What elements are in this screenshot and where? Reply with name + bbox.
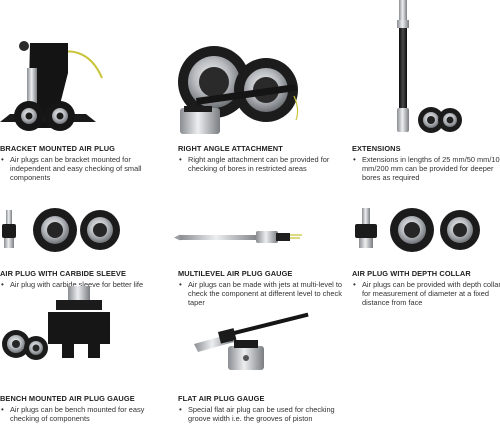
item-title: FLAT AIR PLUG GAUGE: [178, 394, 265, 403]
item-description: Special flat air plug can be used for ch…: [178, 405, 353, 423]
item-title: MULTILEVEL AIR PLUG GAUGE: [178, 269, 293, 278]
item-description: Air plugs can be bracket mounted for ind…: [0, 155, 158, 183]
item-description: Air plugs can be provided with depth col…: [352, 280, 500, 308]
bench-mounted-gauge-image: [0, 282, 130, 362]
item-description: Air plugs can be made with jets at multi…: [178, 280, 343, 308]
right-angle-attachment-image: [176, 40, 306, 140]
item-title: AIR PLUG WITH CARBIDE SLEEVE: [0, 269, 126, 278]
item-extensions: EXTENSIONS Extensions in lengths of 25 m…: [346, 0, 500, 200]
depth-collar-image: [350, 206, 500, 258]
carbide-sleeve-image: [0, 206, 125, 258]
extensions-image: [386, 0, 466, 140]
item-right-angle: RIGHT ANGLE ATTACHMENT Right angle attac…: [172, 0, 330, 200]
multilevel-gauge-image: [172, 226, 312, 256]
item-description: Extensions in lengths of 25 mm/50 mm/100…: [352, 155, 500, 183]
item-title: BENCH MOUNTED AIR PLUG GAUGE: [0, 394, 135, 403]
item-title: EXTENSIONS: [352, 144, 401, 153]
item-description: Air plugs can be bench mounted for easy …: [0, 405, 166, 423]
item-description: Air plug with carbide sleeve for better …: [0, 280, 150, 289]
item-flat-air-plug: FLAT AIR PLUG GAUGE Special flat air plu…: [172, 282, 335, 428]
item-bracket-mounted: BRACKET MOUNTED AIR PLUG Air plugs can b…: [0, 0, 158, 200]
item-carbide-sleeve: AIR PLUG WITH CARBIDE SLEEVE Air plug wi…: [0, 200, 158, 289]
item-description: Right angle attachment can be provided f…: [178, 155, 340, 173]
item-title: RIGHT ANGLE ATTACHMENT: [178, 144, 283, 153]
item-title: AIR PLUG WITH DEPTH COLLAR: [352, 269, 471, 278]
item-multilevel: MULTILEVEL AIR PLUG GAUGE Air plugs can …: [172, 200, 342, 307]
item-title: BRACKET MOUNTED AIR PLUG: [0, 144, 116, 153]
flat-air-plug-image: [190, 306, 320, 376]
bracket-mounted-air-plug-image: [0, 38, 110, 138]
item-bench-mounted: BENCH MOUNTED AIR PLUG GAUGE Air plugs c…: [0, 282, 158, 428]
item-depth-collar: AIR PLUG WITH DEPTH COLLAR Air plugs can…: [346, 200, 500, 307]
